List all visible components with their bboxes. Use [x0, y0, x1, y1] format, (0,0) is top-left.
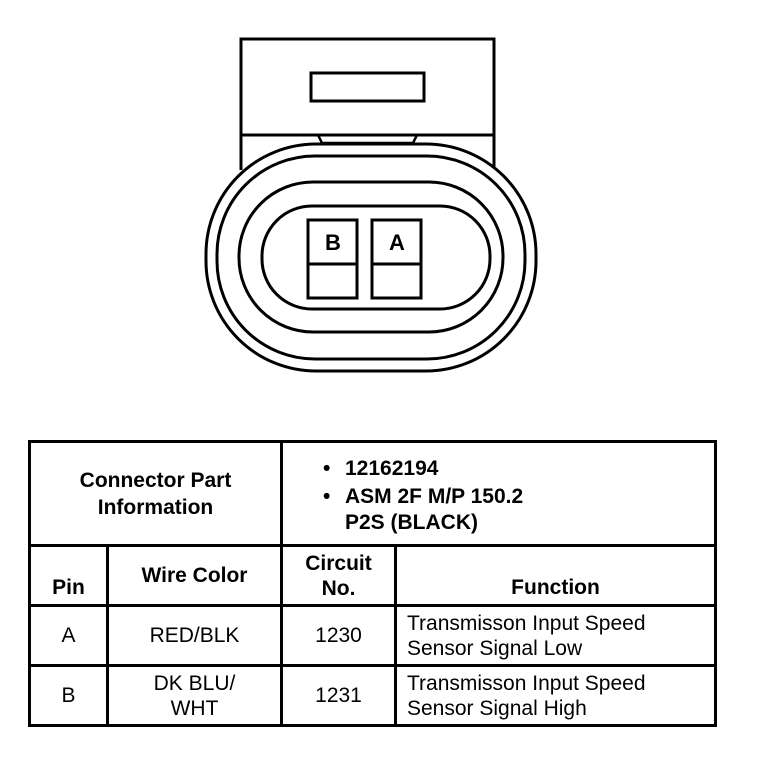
- bullet-icon: •: [323, 484, 331, 508]
- pin-cell: B: [28, 664, 109, 727]
- wire-color-cell: RED/BLK: [106, 604, 283, 667]
- header-wire-color: Wire Color: [106, 544, 283, 607]
- pin-b-label: B: [325, 230, 341, 255]
- wire-color-line1: DK BLU/: [153, 671, 236, 695]
- function-line2: Sensor Signal High: [407, 696, 587, 720]
- circuit-cell: 1231: [280, 664, 397, 727]
- table-row: B DK BLU/ WHT 1231 Transmisson Input Spe…: [28, 664, 717, 727]
- column-header-row: Pin Wire Color Circuit No. Function: [28, 544, 717, 607]
- connector-cavity: [237, 180, 505, 334]
- connector-inner-shell: [215, 154, 527, 361]
- assembly-number: ASM 2F M/P 150.2: [345, 484, 524, 508]
- wire-color-line2: WHT: [170, 696, 219, 720]
- header-circuit-line2: No.: [321, 576, 356, 600]
- connector-info-table: Connector Part Information • 12162194 • …: [28, 440, 717, 727]
- pin-a-terminal: A: [370, 218, 423, 300]
- header-pin: Pin: [28, 544, 109, 607]
- function-cell: Transmisson Input Speed Sensor Signal Hi…: [394, 664, 717, 727]
- part-info-values: • 12162194 • ASM 2F M/P 150.2 P2S (BLACK…: [280, 440, 717, 547]
- part-number-item: • 12162194: [323, 456, 714, 482]
- pin-cell: A: [28, 604, 109, 667]
- part-info-label: Connector Part Information: [28, 440, 283, 547]
- pin-b-terminal: B: [306, 218, 359, 300]
- function-line1: Transmisson Input Speed: [407, 611, 646, 635]
- assembly-color: P2S (BLACK): [345, 510, 479, 534]
- function-line2: Sensor Signal Low: [407, 636, 583, 660]
- pin-a-label: A: [389, 230, 405, 255]
- connector-cavity-inner: [260, 204, 492, 311]
- table-row: A RED/BLK 1230 Transmisson Input Speed S…: [28, 604, 717, 667]
- header-circuit-line1: Circuit: [305, 551, 372, 575]
- connector-diagram: B A: [204, 37, 538, 373]
- circuit-cell: 1230: [280, 604, 397, 667]
- function-cell: Transmisson Input Speed Sensor Signal Lo…: [394, 604, 717, 667]
- header-function: Function: [394, 544, 717, 607]
- wire-color-line1: RED/BLK: [149, 624, 240, 647]
- part-info-row: Connector Part Information • 12162194 • …: [28, 440, 717, 547]
- header-circuit: Circuit No.: [280, 544, 397, 607]
- bullet-icon: •: [323, 456, 331, 480]
- part-info-label-line2: Information: [97, 495, 214, 519]
- connector-locking-tab: [239, 37, 496, 170]
- part-info-label-line1: Connector Part: [79, 468, 232, 492]
- wire-color-cell: DK BLU/ WHT: [106, 664, 283, 727]
- part-number: 12162194: [345, 456, 439, 480]
- function-line1: Transmisson Input Speed: [407, 671, 646, 695]
- assembly-item: • ASM 2F M/P 150.2: [323, 484, 714, 510]
